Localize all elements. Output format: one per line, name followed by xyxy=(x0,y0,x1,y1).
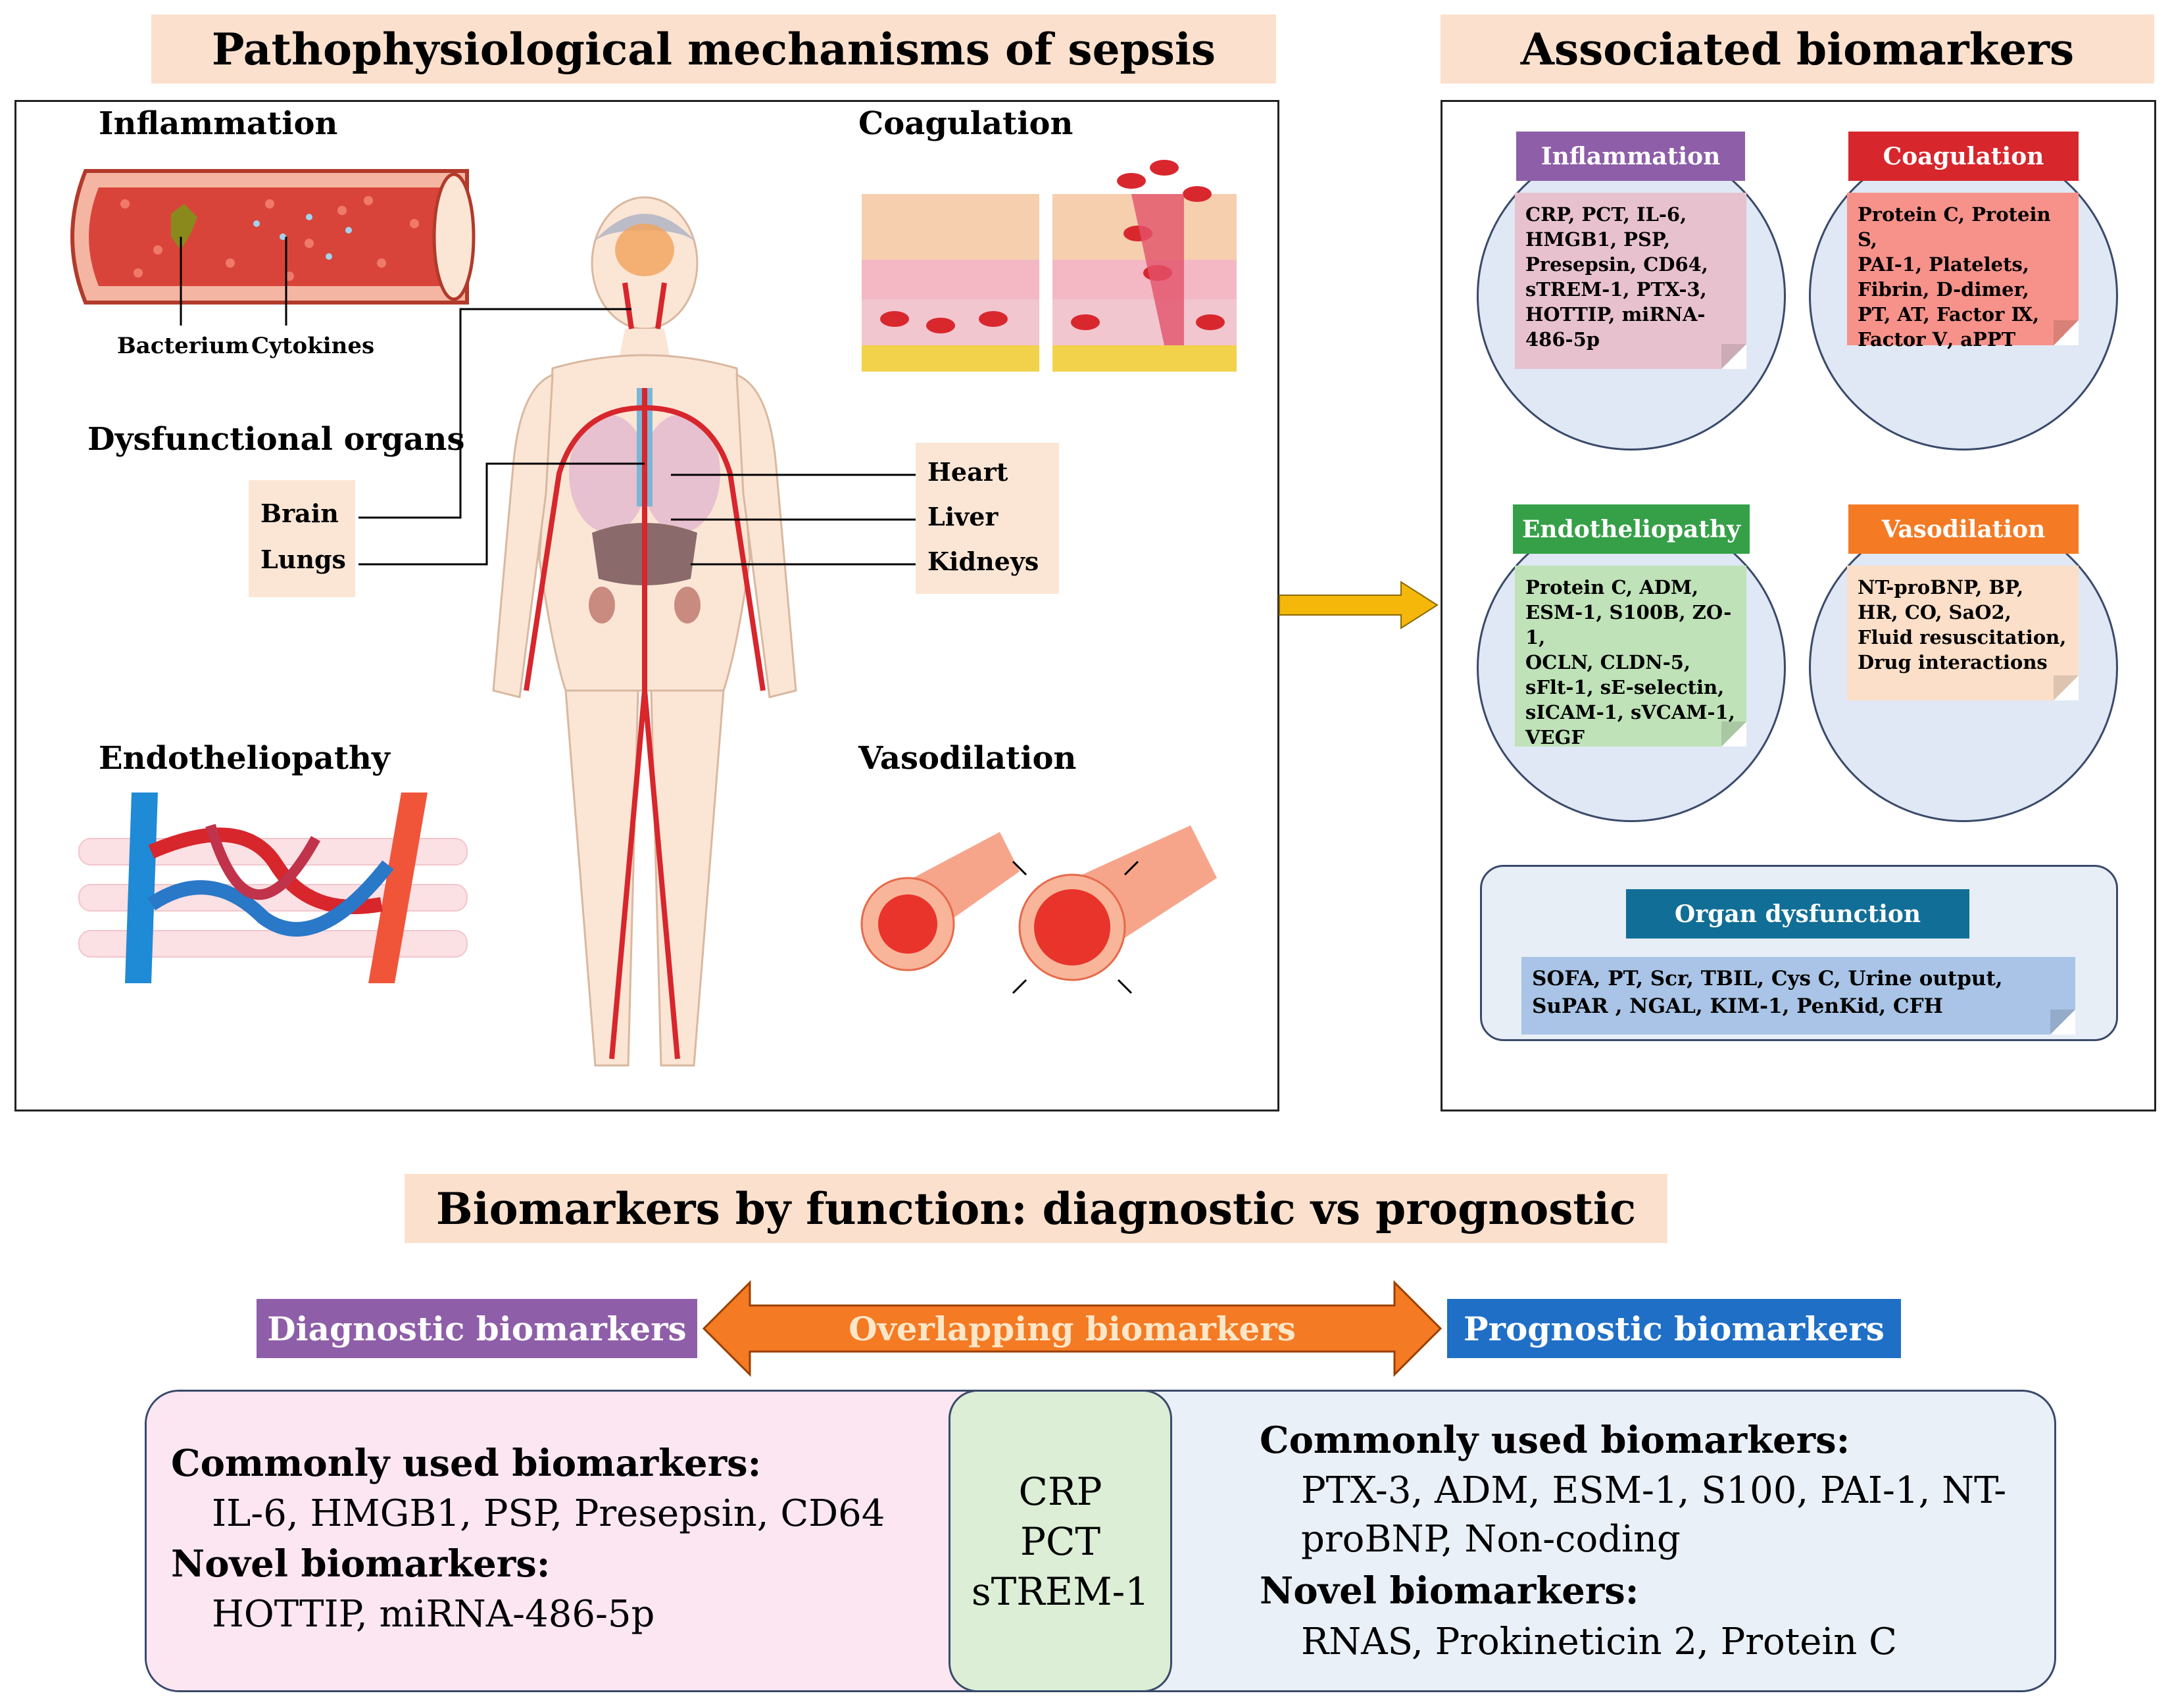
prog-common-text: PTX-3, ADM, ESM-1, S100, PAI-1, NT- proB… xyxy=(1301,1469,2007,1561)
diagnostic-tag: Diagnostic biomarkers xyxy=(257,1299,697,1358)
bacterium-label: Bacterium xyxy=(117,333,249,359)
biomarkers-header: Associated biomarkers xyxy=(1441,14,2154,84)
function-title: Biomarkers by function: diagnostic vs pr… xyxy=(435,1183,1637,1234)
organ-label-heart: Heart xyxy=(927,457,1008,487)
overlap-double-arrow xyxy=(702,1280,1443,1377)
inflammation-pill: Inflammation xyxy=(1516,132,1745,181)
vasodilation-biomarker-note: NT-proBNP, BP, HR, CO, SaO2, Fluid resus… xyxy=(1847,566,2079,700)
dysfunctional-organs-heading: Dysfunctional organs xyxy=(87,421,465,458)
mechanisms-title: Pathophysiological mechanisms of sepsis xyxy=(211,23,1216,75)
coagulation-pill: Coagulation xyxy=(1848,132,2079,181)
organ-label-kidneys: Kidneys xyxy=(927,547,1039,576)
organ-dysfunction-pill: Organ dysfunction xyxy=(1626,889,1969,939)
organ-label-liver: Liver xyxy=(927,502,999,531)
endotheliopathy-heading: Endotheliopathy xyxy=(99,740,390,777)
organ-dysfunction-biomarker-note: SOFA, PT, Scr, TBIL, Cys C, Urine output… xyxy=(1521,957,2075,1035)
organ-label-brain: Brain xyxy=(260,499,339,528)
vasodilation-illustration xyxy=(860,825,1217,994)
blood-vessel-illustration xyxy=(70,169,476,326)
overlap-region xyxy=(949,1390,1172,1692)
prog-common-heading: Commonly used biomarkers: xyxy=(1260,1419,1850,1462)
endotheliopathy-biomarker-note: Protein C, ADM, ESM-1, S100B, ZO-1, OCLN… xyxy=(1515,566,1746,748)
inflammation-biomarker-note: CRP, PCT, IL-6, HMGB1, PSP, Presepsin, C… xyxy=(1515,193,1746,369)
right-organ-box xyxy=(916,443,1059,594)
diag-novel-text: HOTTIP, miRNA-486-5p xyxy=(212,1593,655,1636)
prognostic-tag: Prognostic biomarkers xyxy=(1447,1299,1901,1358)
inflammation-heading: Inflammation xyxy=(99,105,338,142)
organ-label-lungs: Lungs xyxy=(260,545,346,574)
coagulation-biomarker-note: Protein C, Protein S, PAI-1, Platelets, … xyxy=(1847,193,2079,351)
endotheliopathy-illustration xyxy=(78,793,468,983)
diag-common-heading: Commonly used biomarkers: xyxy=(171,1442,762,1485)
vasodilation-pill: Vasodilation xyxy=(1848,504,2079,554)
coagulation-illustration xyxy=(862,160,1237,372)
overlap-tag: Overlapping biomarkers xyxy=(849,1309,1296,1348)
diag-novel-heading: Novel biomarkers: xyxy=(171,1542,551,1586)
overlap-text: CRP PCT sTREM-1 xyxy=(971,1469,1150,1614)
diag-common-text: IL-6, HMGB1, PSP, Presepsin, CD64 xyxy=(212,1492,885,1535)
prog-novel-heading: Novel biomarkers: xyxy=(1260,1569,1639,1613)
diagnostic-region xyxy=(147,1392,1002,1690)
coagulation-heading: Coagulation xyxy=(858,105,1073,142)
prog-novel-text: RNAS, Prokineticin 2, Protein C xyxy=(1301,1621,1898,1663)
vasodilation-heading: Vasodilation xyxy=(858,740,1077,777)
human-body-illustration xyxy=(492,196,797,1067)
endotheliopathy-pill: Endotheliopathy xyxy=(1513,504,1750,554)
biomarkers-title: Associated biomarkers xyxy=(1520,23,2075,75)
cytokines-label: Cytokines xyxy=(251,333,375,359)
function-header: Biomarkers by function: diagnostic vs pr… xyxy=(405,1174,1667,1243)
left-organ-box xyxy=(249,480,355,597)
panel-arrow xyxy=(1279,581,1439,629)
mechanisms-header: Pathophysiological mechanisms of sepsis xyxy=(151,14,1276,84)
